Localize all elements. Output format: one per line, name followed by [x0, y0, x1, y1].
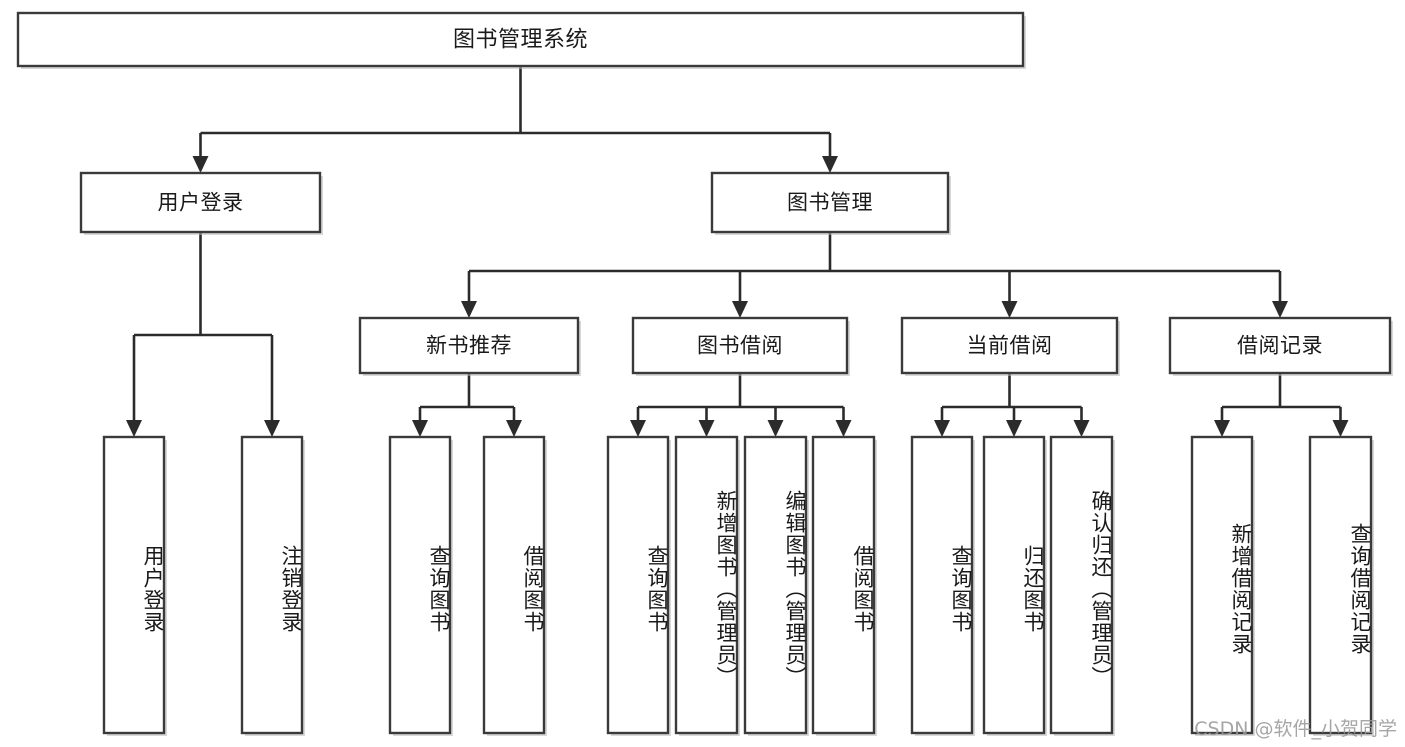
book-borrow-leaf-branch-1-arrowhead [698, 420, 715, 437]
user-login-leaf-branch-0-arrowhead [126, 420, 142, 437]
level1-branch-1-arrowhead [822, 156, 838, 173]
node-label-new-book-recommend: 新书推荐 [426, 334, 512, 358]
node-box-leaf-edit-book[interactable] [743, 435, 808, 735]
node-box-leaf-add-record[interactable] [1190, 435, 1254, 735]
node-label-current-borrow: 当前借阅 [967, 334, 1053, 358]
user-login-leaf-branch-1-arrowhead [264, 420, 280, 437]
node-label-root: 图书管理系统 [453, 28, 588, 53]
borrow-record-leaf-branch-1-arrowhead [1332, 420, 1349, 437]
node-box-current-borrow[interactable] [900, 316, 1119, 375]
borrow-record-leaf-branch-0-arrowhead [1214, 420, 1230, 437]
current-borrow-leaf-branch-2-arrowhead [1073, 420, 1090, 437]
level2-branch-3-arrowhead [1272, 301, 1288, 318]
node-label-borrow-record: 借阅记录 [1237, 334, 1323, 358]
new-book-recommend-leaf-branch-0-arrowhead [412, 420, 428, 437]
watermark-text: CSDN @软件_小贺同学 [1194, 718, 1397, 740]
book-borrow-leaf-branch-3-arrowhead [835, 420, 852, 437]
node-box-book-borrow[interactable] [631, 316, 849, 375]
book-borrow-leaf-branch-2-arrowhead [767, 420, 784, 437]
book-borrow-leaf-branch-0-arrowhead [630, 420, 646, 437]
node-box-leaf-borrow-book-2[interactable] [811, 435, 876, 735]
node-box-leaf-query-book-2[interactable] [606, 435, 670, 735]
node-box-leaf-add-book[interactable] [674, 435, 739, 735]
connectors-layer [126, 66, 1349, 437]
node-box-new-book-recommend[interactable] [358, 316, 580, 375]
node-box-leaf-user-login[interactable] [102, 435, 166, 735]
new-book-recommend-leaf-branch-1-arrowhead [506, 420, 522, 437]
node-label-user-login: 用户登录 [158, 191, 244, 215]
node-box-leaf-query-book-1[interactable] [388, 435, 452, 735]
node-box-leaf-confirm-return[interactable] [1049, 435, 1114, 735]
current-borrow-leaf-branch-1-arrowhead [1006, 420, 1022, 437]
node-box-root[interactable] [16, 11, 1025, 68]
level1-branch-0-arrowhead [192, 156, 209, 173]
node-label-book-borrow: 图书借阅 [697, 334, 783, 358]
current-borrow-leaf-branch-0-arrowhead [934, 420, 950, 437]
node-box-book-manage[interactable] [710, 171, 950, 234]
level2-branch-2-arrowhead [1001, 301, 1018, 318]
level2-branch-0-arrowhead [461, 301, 477, 318]
level2-branch-1-arrowhead [732, 301, 748, 318]
node-label-book-manage: 图书管理 [787, 191, 873, 215]
node-box-leaf-borrow-book-1[interactable] [482, 435, 546, 735]
node-box-leaf-user-logout[interactable] [240, 435, 304, 735]
node-box-user-login[interactable] [79, 171, 322, 234]
node-box-leaf-query-record[interactable] [1308, 435, 1373, 735]
node-box-leaf-query-book-3[interactable] [910, 435, 974, 735]
node-box-borrow-record[interactable] [1168, 316, 1392, 375]
node-box-leaf-return-book[interactable] [982, 435, 1046, 735]
boxes-layer [16, 11, 1393, 736]
